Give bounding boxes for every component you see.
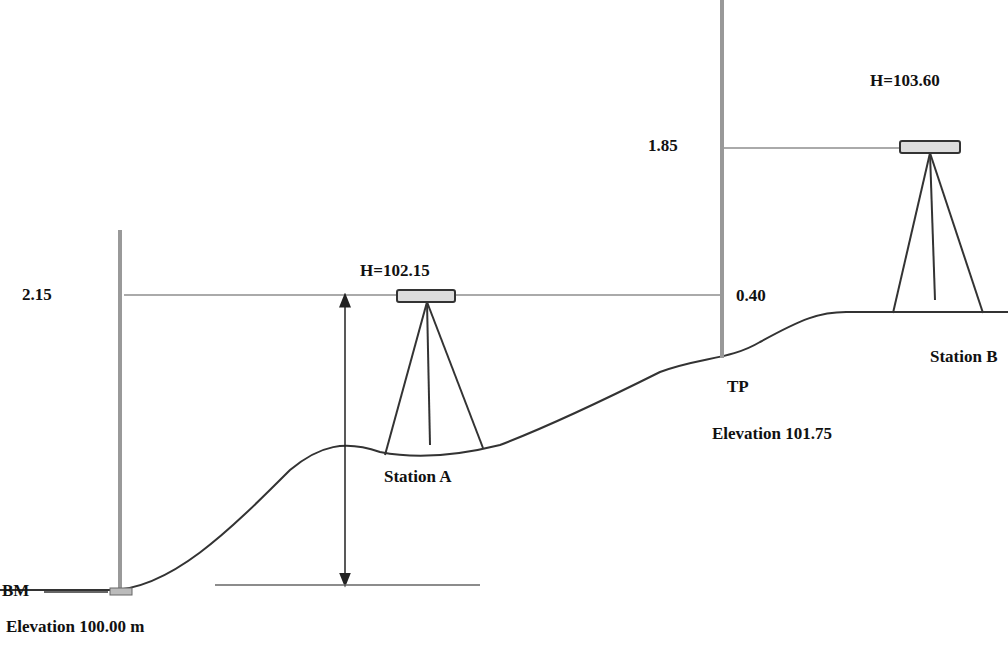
- point-name: TP: [725, 378, 751, 397]
- elevation-label: Elevation 101.75: [710, 425, 834, 444]
- station-name: Station B: [928, 348, 1000, 367]
- line-of-sight: [724, 147, 900, 149]
- leader-line: [44, 591, 108, 593]
- station-name: Station A: [382, 468, 454, 487]
- level-rod: [118, 230, 122, 590]
- ground-profile: [0, 312, 1008, 590]
- tripod: [385, 302, 483, 455]
- level-instrument: [900, 141, 960, 153]
- instrument-height: H=103.60: [868, 72, 942, 91]
- point-name: BM: [0, 582, 31, 601]
- benchmark-plate: [110, 588, 132, 595]
- elevation-label: Elevation 100.00 m: [4, 618, 146, 637]
- level-instrument: [397, 290, 455, 302]
- instrument-height: H=102.15: [358, 262, 432, 281]
- rod-reading: 1.85: [646, 137, 680, 156]
- level-rod: [720, 0, 724, 358]
- datum-line: [215, 584, 480, 586]
- tripod: [893, 153, 983, 313]
- rod-reading: 0.40: [734, 287, 768, 306]
- dimension-arrow: [344, 300, 346, 580]
- rod-reading: 2.15: [20, 286, 54, 305]
